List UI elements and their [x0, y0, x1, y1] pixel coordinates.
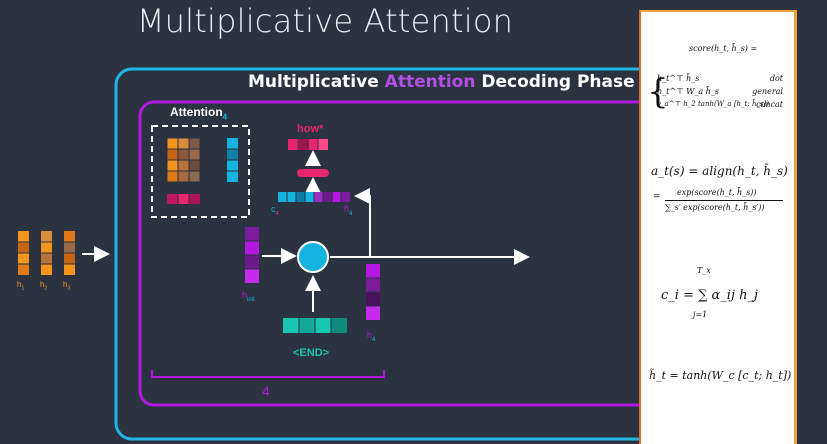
align-fraction-bar: [665, 200, 783, 201]
encoder-label-1-sub: 1: [21, 285, 25, 292]
score-cases: { h_t^⊤ h̄_s dot h_t^⊤ W_a h̄_s general …: [647, 72, 789, 116]
attention-decoder-state: [227, 138, 238, 182]
encoder-label-2: h2: [40, 280, 47, 292]
encoder-label-3-main: h: [63, 280, 68, 289]
attention-label: Attention4: [170, 105, 227, 121]
align-equals: =: [653, 192, 661, 202]
attention-label-sub: 4: [222, 112, 228, 122]
score-general-name: general: [752, 87, 783, 96]
score-concat-name: concat: [756, 100, 783, 109]
align-equation: a_t(s) = align(h_t, h̄_s): [651, 164, 788, 178]
output-vector: [288, 139, 328, 150]
h-init-label: hinit: [242, 290, 255, 303]
encoder-label-3-sub: 3: [67, 285, 71, 292]
score-dot-name: dot: [769, 74, 783, 83]
end-token-embedding: [283, 318, 347, 333]
timestep-frame: [138, 100, 672, 407]
context-sum-bottom: j=1: [693, 310, 708, 319]
timestep-label: 4: [262, 383, 270, 399]
h4-vector: [366, 264, 380, 320]
slide-title: Multiplicative Attention: [136, 2, 514, 40]
equations-panel: score(h_t, h̄_s) = { h_t^⊤ h̄_s dot h_t^…: [639, 10, 797, 444]
encoder-label-3: h3: [63, 280, 70, 292]
phase-title-prefix: Multiplicative: [248, 72, 385, 92]
score-header: score(h_t, h̄_s) =: [689, 44, 758, 53]
score-dot-expr: h_t^⊤ h̄_s: [657, 74, 700, 83]
score-general-expr: h_t^⊤ W_a h̄_s: [657, 87, 719, 96]
rnn-cell: [297, 241, 329, 273]
end-token-label: <END>: [293, 347, 330, 359]
encoder-label-2-sub: 2: [44, 285, 48, 292]
h-init-label-main: h: [242, 290, 248, 300]
attention-encoder-states: [166, 137, 201, 183]
concat-vector: [278, 192, 350, 202]
h-init-label-sub: init: [247, 296, 255, 303]
context-label: c4: [271, 204, 279, 217]
attention-context-vector: [167, 194, 200, 204]
feedback-arrow: [354, 188, 371, 257]
h4-label-sub: 4: [372, 336, 376, 343]
phase-title: Multiplicative Attention Decoding Phase: [248, 72, 635, 92]
timestep-bracket: [151, 370, 385, 378]
score-brace: {: [647, 72, 669, 112]
h4-label: h4: [367, 330, 375, 343]
concat-hidden-label-main: h̃: [344, 204, 350, 214]
context-equation: c_i = ∑ α_ij h_j: [661, 288, 759, 303]
encoder-label-1-main: h: [17, 280, 22, 289]
h-init-vector: [245, 227, 259, 283]
encoder-label-1: h1: [17, 280, 24, 292]
context-label-sub: 4: [275, 210, 279, 217]
h4-label-main: h: [367, 330, 373, 340]
score-concat-expr: v_a^⊤ h_2 tanh(W_a [h_t; h̄_s]): [657, 100, 770, 108]
decoding-phase-frame: [114, 67, 678, 441]
output-word: how*: [297, 123, 324, 135]
concat-hidden-label-sub: 4: [349, 210, 353, 217]
softmax-layer: [297, 169, 329, 177]
attentional-hidden-equation: h̃_t = tanh(W_c [c_t; h_t]): [649, 369, 792, 382]
align-denominator: ∑_s′ exp(score(h_t, h̄_s′)): [665, 203, 765, 212]
attention-box: [151, 125, 250, 218]
phase-title-highlight: Attention: [384, 72, 476, 92]
encoder-hidden-states: [18, 231, 75, 275]
encoder-label-2-main: h: [40, 280, 45, 289]
attention-label-text: Attention: [170, 105, 223, 119]
phase-title-suffix: Decoding Phase: [475, 72, 635, 92]
context-label-main: c: [271, 204, 276, 214]
context-sum-top: T_x: [697, 266, 711, 275]
concat-hidden-label: h̃4: [344, 204, 352, 217]
align-numerator: exp(score(h_t, h̄_s)): [677, 188, 757, 197]
